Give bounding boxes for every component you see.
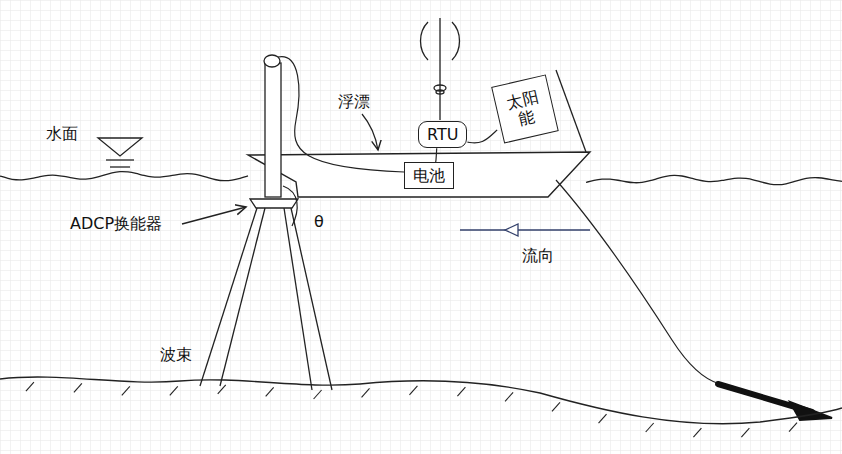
flow-arrow	[460, 224, 590, 236]
sensor-cap	[264, 55, 280, 67]
water-level-symbol	[98, 138, 142, 167]
bed-hatch	[789, 423, 797, 432]
label: 波束	[160, 345, 192, 364]
riverbed	[0, 377, 842, 424]
water-surface	[586, 175, 842, 184]
bed-hatch	[409, 386, 417, 395]
node-text: RTU	[427, 125, 458, 144]
leader-line	[182, 207, 246, 224]
sensor-cable	[278, 57, 404, 172]
label: 流向	[522, 246, 554, 265]
battery-box: 电池	[404, 162, 454, 189]
bed-hatch	[218, 385, 226, 394]
bed-hatch	[74, 383, 82, 392]
bed-hatch	[122, 386, 130, 395]
label: ADCP换能器	[70, 214, 162, 233]
acoustic-beams	[200, 208, 332, 390]
bed-hatch	[552, 402, 560, 411]
bed-hatch	[170, 386, 178, 395]
bed-hatch	[362, 388, 370, 397]
label: 水面	[46, 124, 78, 143]
rtu-box: RTU	[418, 121, 467, 148]
bed-hatch	[266, 387, 274, 396]
node-text: 电池	[413, 166, 445, 185]
bed-hatch	[26, 382, 34, 391]
bed-hatch	[693, 428, 701, 437]
antenna	[421, 18, 460, 120]
wire	[435, 148, 437, 162]
bed-hatch	[457, 387, 465, 396]
adcp-transducer	[250, 199, 298, 208]
leader-line	[362, 114, 378, 150]
bed-hatch	[314, 390, 322, 399]
bed-hatch	[741, 428, 749, 437]
water-surface	[0, 172, 248, 181]
angle-arc	[283, 186, 297, 226]
bed-hatch	[505, 392, 513, 401]
buoy-hull	[248, 152, 590, 197]
node-text: 太阳能	[504, 87, 545, 132]
label: θ	[314, 212, 324, 231]
wire	[467, 130, 497, 143]
label: 浮漂	[338, 92, 370, 111]
bed-hatch	[599, 414, 607, 423]
bed-hatch	[646, 423, 654, 432]
sensor-pole	[265, 63, 281, 197]
solar-support	[556, 70, 586, 152]
mooring-line	[556, 180, 720, 384]
